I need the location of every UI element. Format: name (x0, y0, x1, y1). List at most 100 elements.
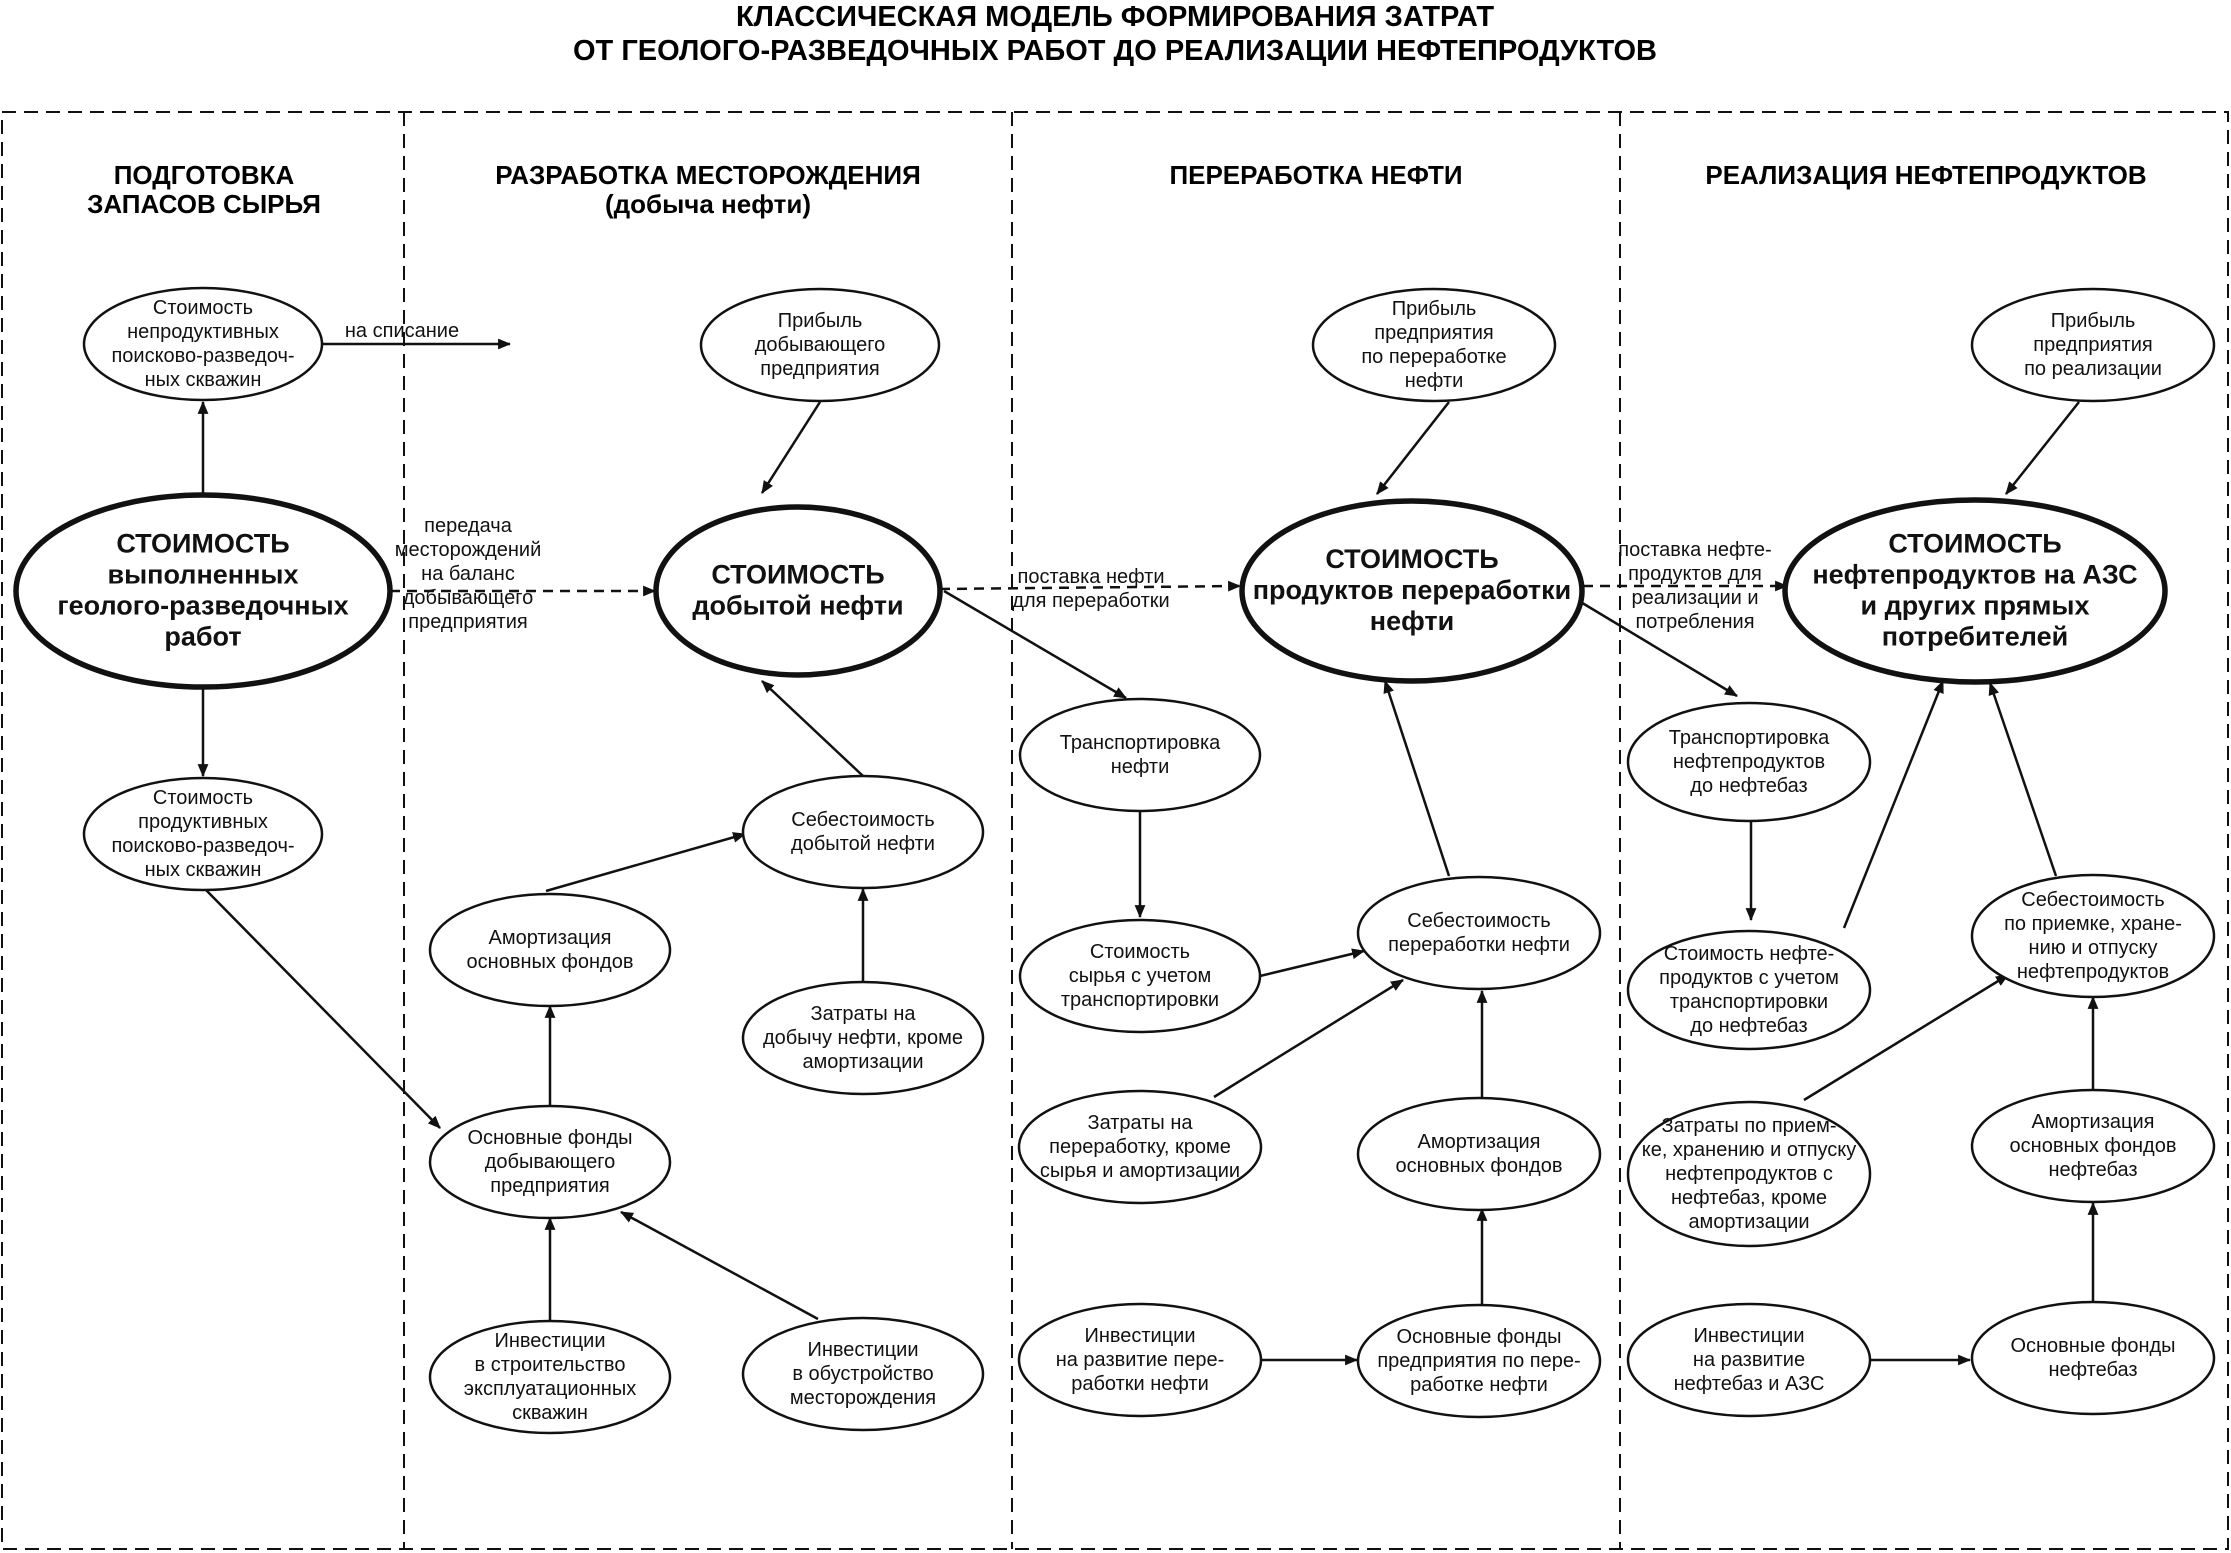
column-header-oil-refining: ПЕРЕРАБОТКА НЕФТИ (1169, 160, 1462, 190)
node-ellipse-c1-productive (82, 776, 324, 892)
arrow-c3-raw-cost-to-c3-cost (1259, 948, 1366, 978)
node-ellipse-c2-profit (699, 287, 941, 403)
arrow-c4-products-cost-to-c4-main (1842, 679, 1945, 929)
node-ellipse-c3-amort (1356, 1096, 1602, 1212)
node-ellipse-c4-inv (1626, 1302, 1872, 1418)
arrow-c2-cost-to-c2-main (761, 680, 864, 777)
arrow-c4-cost-to-c4-main (1988, 681, 2058, 877)
node-ellipse-c4-main (1782, 497, 2168, 685)
column-header-preparation-line-1: ПОДГОТОВКА (114, 160, 295, 190)
node-ellipse-c3-processing-costs (1017, 1089, 1263, 1205)
arrow-c4-profit-to-c4-main (2005, 401, 2080, 495)
arrow-c2-profit-to-c2-main (760, 401, 822, 494)
arrow-c3-processing-costs-to-c3-cost (1213, 978, 1404, 1099)
node-ellipse-c3-raw-cost (1018, 918, 1262, 1034)
node-ellipse-c4-amort (1970, 1088, 2216, 1204)
diagram-title-line-2: ОТ ГЕОЛОГО-РАЗВЕДОЧНЫХ РАБОТ ДО РЕАЛИЗАЦ… (573, 35, 1657, 67)
diagram-arrows (197, 338, 2099, 1366)
arrow-c4-storage-costs-to-c4-cost (1803, 973, 2009, 1102)
node-ellipse-c2-amort (428, 892, 672, 1008)
node-ellipse-c2-fixed-assets (428, 1104, 672, 1220)
column-headers: ПОДГОТОВКА ЗАПАСОВ СЫРЬЯ РАЗРАБОТКА МЕСТ… (87, 160, 2147, 219)
node-ellipse-c3-fixed-assets (1356, 1303, 1602, 1419)
node-ellipse-c3-profit (1311, 287, 1557, 403)
node-ellipse-c2-inv-wells (428, 1319, 672, 1435)
arrow-c1-productive-to-c2-fixed-assets (205, 889, 441, 1129)
arrow-c2-main-to-c3-transport (943, 589, 1127, 700)
column-header-field-development-line-2: (добыча нефти) (605, 189, 811, 219)
arrow-c3-profit-to-c3-main (1376, 401, 1450, 495)
node-ellipse-c3-transport (1018, 697, 1262, 813)
arrow-c2-inv-field-to-c2-fixed-assets (620, 1210, 819, 1321)
node-ellipse-c1-main (13, 492, 393, 690)
node-ellipse-c4-products-cost (1626, 929, 1872, 1051)
node-ellipse-c4-transport (1626, 701, 1872, 823)
node-ellipse-c3-cost (1356, 875, 1602, 991)
outer-dashed-frame (1, 111, 2229, 1550)
column-header-product-sales: РЕАЛИЗАЦИЯ НЕФТЕПРОДУКТОВ (1705, 160, 2146, 190)
column-frame (1, 111, 2229, 1550)
diagram-title-line-1: КЛАССИЧЕСКАЯ МОДЕЛЬ ФОРМИРОВАНИЯ ЗАТРАТ (736, 1, 1494, 33)
node-ellipse-c4-cost (1970, 873, 2216, 999)
node-ellipse-c1-unproductive (82, 286, 324, 402)
node-ellipse-c2-extraction-costs (741, 980, 985, 1096)
column-header-field-development-line-1: РАЗРАБОТКА МЕСТОРОЖДЕНИЯ (495, 160, 921, 190)
node-ellipse-c3-inv (1017, 1302, 1263, 1418)
node-ellipse-c2-main (653, 504, 943, 678)
